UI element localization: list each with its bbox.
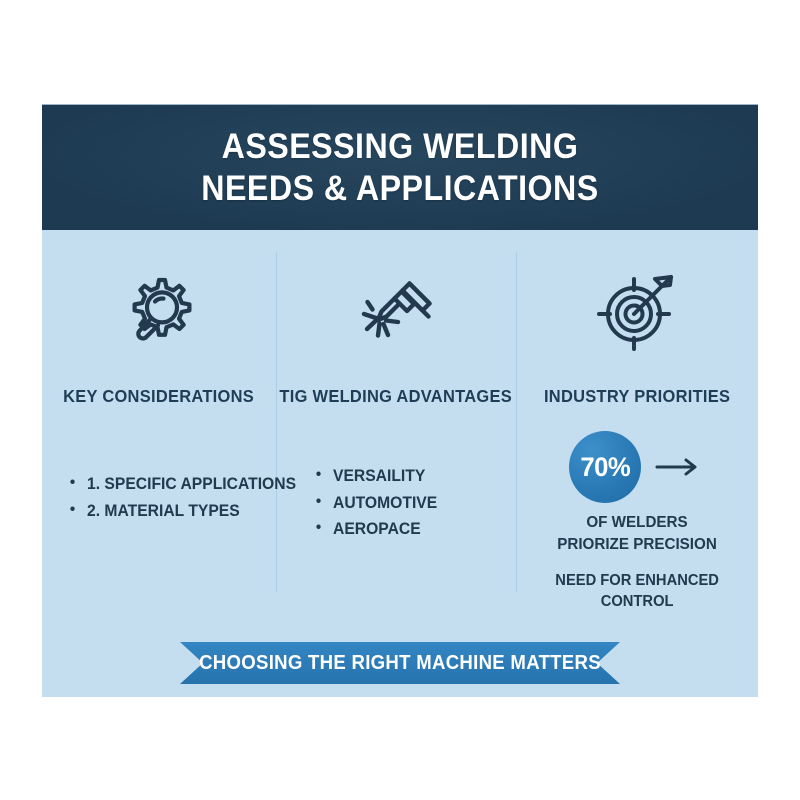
column-title-2: TIG WELDING ADVANTAGES (279, 386, 513, 406)
header-banner: ASSESSING WELDING NEEDS & APPLICATIONS (42, 104, 758, 230)
column-title-3: INDUSTRY PRIORITIES (543, 386, 731, 406)
ribbon-label: CHOOSING THE RIGHT MACHINE MATTERS (199, 651, 601, 674)
stat-caption: OF WELDERS PRIORIZE PRECISION (557, 512, 717, 555)
stat-row: 70% (516, 431, 758, 503)
column-divider-1 (276, 252, 277, 592)
stat-note-line1: NEED FOR ENHANCED (555, 572, 719, 590)
gear-magnifier-icon (117, 264, 201, 360)
stat-note: NEED FOR ENHANCED CONTROL (555, 571, 719, 613)
column-industry-priorities: INDUSTRY PRIORITIES 70% (516, 230, 758, 630)
stat-caption-line2: PRIORIZE PRECISION (557, 535, 717, 553)
list-item: AUTOMOTIVE (314, 489, 437, 517)
columns-container: KEY CONSIDERATIONS 1. SPECIFIC APPLICATI… (42, 230, 758, 630)
list-item: 1. SPECIFIC APPLICATIONS (68, 470, 296, 498)
arrow-right-icon (655, 458, 699, 476)
column-title-1: KEY CONSIDERATIONS (63, 386, 255, 406)
target-arrow-icon (592, 264, 682, 360)
welding-torch-icon (350, 264, 442, 360)
page-title-line1: ASSESSING WELDING (221, 127, 579, 167)
column-divider-2 (516, 252, 517, 592)
list-item: 2. MATERIAL TYPES (68, 497, 296, 525)
column-tig-welding-advantages: TIG WELDING ADVANTAGES VERSAILITY AUTOMO… (276, 230, 516, 630)
list-item: VERSAILITY (314, 462, 437, 490)
stat-circle: 70% (569, 431, 641, 503)
stat-block: 70% OF WELDERS PRIORIZE PRECISION (516, 431, 758, 613)
column-key-considerations: KEY CONSIDERATIONS 1. SPECIFIC APPLICATI… (42, 230, 296, 630)
stat-note-line2: CONTROL (600, 593, 674, 611)
key-considerations-list: 1. SPECIFIC APPLICATIONS 2. MATERIAL TYP… (68, 470, 296, 525)
body-panel: KEY CONSIDERATIONS 1. SPECIFIC APPLICATI… (42, 230, 758, 697)
footer-ribbon: CHOOSING THE RIGHT MACHINE MATTERS (180, 642, 620, 684)
infographic-root: ASSESSING WELDING NEEDS & APPLICATIONS K… (42, 104, 758, 697)
page-title-line2: NEEDS & APPLICATIONS (201, 168, 599, 208)
list-item: AEROPACE (314, 515, 437, 543)
stat-value: 70% (580, 451, 630, 482)
stat-caption-line1: OF WELDERS (586, 514, 688, 531)
tig-advantages-list: VERSAILITY AUTOMOTIVE AEROPACE (314, 462, 437, 543)
ribbon-shape (180, 642, 620, 684)
page-title: ASSESSING WELDING NEEDS & APPLICATIONS (201, 126, 598, 209)
